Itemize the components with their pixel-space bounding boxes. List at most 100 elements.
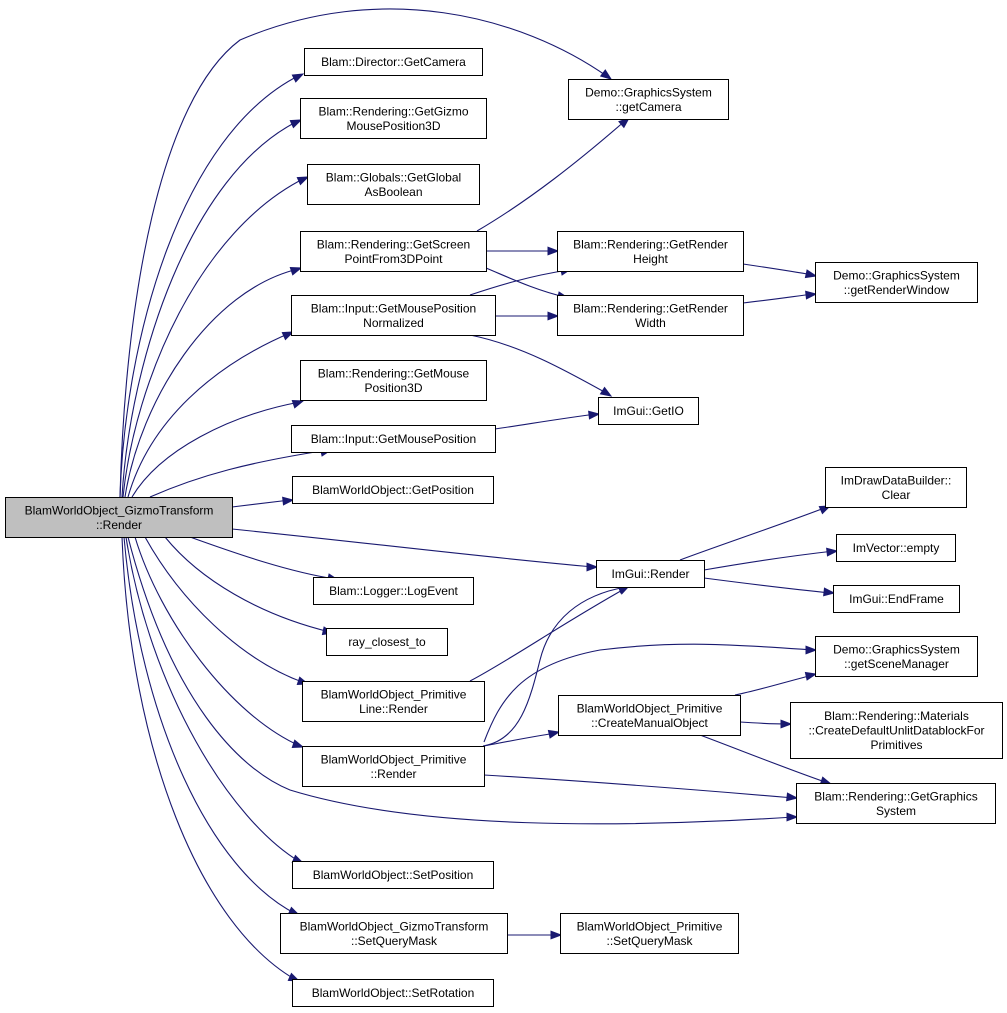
edge-prim-render-to-render-graphicssystem <box>483 774 799 802</box>
node-demo-getcamera[interactable]: Demo::GraphicsSystem::getCamera <box>568 79 729 120</box>
node-wo-setposition[interactable]: BlamWorldObject::SetPosition <box>292 861 494 889</box>
node-render-screenpoint[interactable]: Blam::Rendering::GetScreenPointFrom3DPoi… <box>300 231 487 272</box>
node-box <box>291 425 496 453</box>
arrowhead-icon <box>805 290 818 300</box>
edge-root-to-director-getcamera <box>119 73 305 498</box>
arrowhead-icon <box>586 562 599 572</box>
edge-render-screenpoint-to-render-height <box>486 246 560 256</box>
node-label: Demo::GraphicsSystem <box>833 268 960 282</box>
edge-line <box>485 267 566 298</box>
arrowhead-icon <box>547 729 561 739</box>
node-prim-createmanual[interactable]: BlamWorldObject_Primitive::CreateManualO… <box>558 695 741 736</box>
edge-render-height-to-demo-renderwindow <box>742 263 818 279</box>
node-label: ImGui::EndFrame <box>849 592 944 606</box>
node-box <box>302 681 485 722</box>
edge-line <box>469 587 627 682</box>
arrowhead-icon <box>786 812 799 822</box>
node-label: ::getRenderWindow <box>844 283 950 297</box>
node-label: ::Render <box>96 518 142 532</box>
node-imgui-endframe[interactable]: ImGui::EndFrame <box>833 585 960 613</box>
node-prim-render[interactable]: BlamWorldObject_Primitive::Render <box>302 746 485 787</box>
edge-line <box>703 550 835 571</box>
edge-line <box>469 269 569 296</box>
node-imgui-getio[interactable]: ImGui::GetIO <box>598 397 699 425</box>
edge-line <box>703 577 832 594</box>
node-box <box>326 628 448 656</box>
node-label: BlamWorldObject::SetRotation <box>312 986 475 1000</box>
arrowhead-icon <box>823 587 836 597</box>
edge-line <box>742 263 814 276</box>
node-box <box>291 295 496 336</box>
node-label: BlamWorldObject::SetPosition <box>313 868 474 882</box>
edge-prim-createmanual-to-demo-scenemanager <box>734 671 818 696</box>
node-ray-closest[interactable]: ray_closest_to <box>326 628 448 656</box>
node-label: ImVector::empty <box>853 541 940 555</box>
node-box <box>557 295 744 336</box>
node-prim-setquerymask[interactable]: BlamWorldObject_Primitive::SetQueryMask <box>560 913 739 954</box>
node-label: Blam::Input::GetMousePosition <box>311 432 476 446</box>
node-label: Blam::Rendering::GetRender <box>573 237 728 251</box>
node-director-getcamera[interactable]: Blam::Director::GetCamera <box>304 48 483 76</box>
node-box <box>825 467 967 508</box>
edge-imgui-render-to-imvector-empty <box>703 547 839 571</box>
node-box <box>568 79 729 120</box>
arrowhead-icon <box>599 69 613 80</box>
node-box <box>5 497 233 538</box>
node-imdraw-clear[interactable]: ImDrawDataBuilder::Clear <box>825 467 967 508</box>
edge-line <box>134 536 301 747</box>
edge-root-to-logger-logevent <box>189 536 340 583</box>
edge-line <box>119 74 301 498</box>
edge-line <box>189 536 336 580</box>
node-box <box>300 231 487 272</box>
edge-root-to-wo-setposition <box>125 536 305 864</box>
arrowhead-icon <box>289 119 303 129</box>
node-gizmo-setquerymask[interactable]: BlamWorldObject_GizmoTransform::SetQuery… <box>280 913 508 954</box>
node-label: ::Render <box>370 767 416 781</box>
node-label: Clear <box>882 488 911 502</box>
node-box <box>596 560 705 588</box>
node-box <box>833 585 960 613</box>
node-label: ::CreateManualObject <box>591 716 708 730</box>
node-label: Blam::Rendering::Materials <box>824 709 969 723</box>
node-input-mousepos[interactable]: Blam::Input::GetMousePosition <box>291 425 496 453</box>
edge-line <box>121 120 299 498</box>
edge-line <box>679 506 828 561</box>
node-wo-getposition[interactable]: BlamWorldObject::GetPosition <box>292 476 494 504</box>
node-label: Blam::Rendering::GetGizmo <box>318 104 468 118</box>
node-logger-logevent[interactable]: Blam::Logger::LogEvent <box>313 577 474 605</box>
edge-root-to-render-graphicssystem <box>127 536 799 825</box>
arrowhead-icon <box>547 311 560 321</box>
edge-line <box>469 334 609 395</box>
edge-line <box>734 674 814 696</box>
edge-imgui-render-to-imgui-endframe <box>703 577 836 597</box>
node-box <box>304 48 483 76</box>
node-imgui-render[interactable]: ImGui::Render <box>596 560 705 588</box>
arrowhead-icon <box>804 269 818 279</box>
edge-root-to-imgui-render <box>231 528 599 572</box>
edge-prim-render-to-prim-createmanual <box>483 729 561 747</box>
edge-line <box>494 413 597 430</box>
node-wo-setrotation[interactable]: BlamWorldObject::SetRotation <box>292 979 494 1007</box>
edge-line <box>483 732 557 747</box>
edge-root-to-wo-getposition <box>231 496 295 508</box>
node-materials-datablock[interactable]: Blam::Rendering::Materials::CreateDefaul… <box>790 702 1003 759</box>
node-imvector-empty[interactable]: ImVector::empty <box>836 534 956 562</box>
node-box <box>292 476 494 504</box>
node-root[interactable]: BlamWorldObject_GizmoTransform::Render <box>5 497 233 538</box>
node-label: Width <box>635 316 666 330</box>
node-box <box>815 636 978 677</box>
node-box <box>598 397 699 425</box>
node-demo-scenemanager[interactable]: Demo::GraphicsSystem::getSceneManager <box>815 636 978 677</box>
node-label: Blam::Input::GetMousePosition <box>311 301 476 315</box>
node-demo-renderwindow[interactable]: Demo::GraphicsSystem::getRenderWindow <box>815 262 978 303</box>
edge-root-to-prim-line-render <box>144 536 310 685</box>
node-box <box>836 534 956 562</box>
